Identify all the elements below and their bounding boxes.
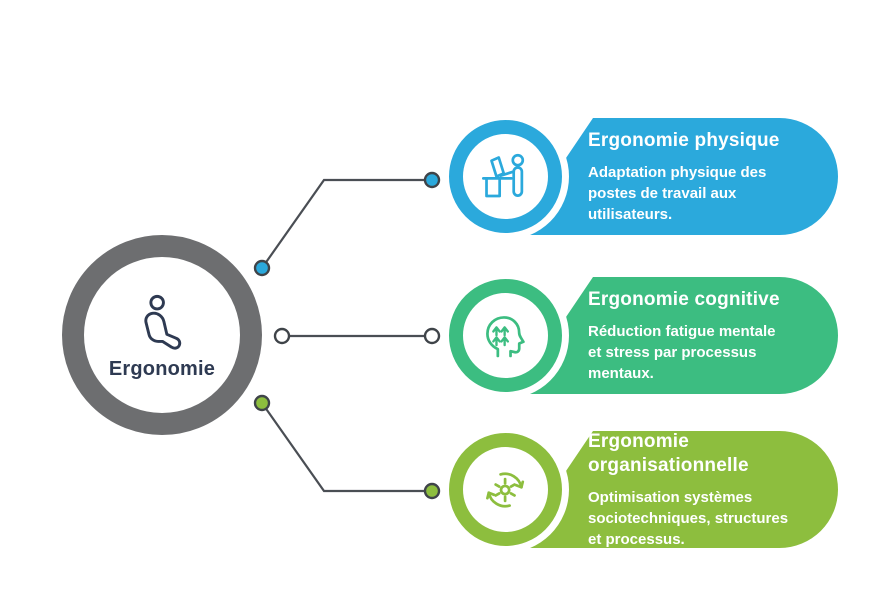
hub-label: Ergonomie — [108, 357, 216, 380]
card-text-physique: Ergonomie physique Adaptation physique d… — [588, 118, 808, 235]
card-text-organisationnelle: Ergonomie organisationnelle Optimisation… — [588, 431, 808, 548]
connector-dot-card-cognitive — [423, 327, 441, 345]
connector-dot-card-physique — [423, 171, 441, 189]
ergonomic-seat-icon — [144, 294, 182, 350]
hub-circle: Ergonomie — [62, 235, 262, 435]
card-title-organisationnelle: Ergonomie organisationnelle — [588, 430, 749, 476]
card-icon-circle-organisationnelle — [449, 433, 562, 546]
card-description-cognitive: Réduction fatigue mentale et stress par … — [588, 322, 776, 382]
card-description-organisationnelle: Optimisation systèmes sociotechniques, s… — [588, 488, 789, 548]
connector-dot-card-organisationnelle — [423, 482, 441, 500]
card-text-cognitive: Ergonomie cognitive Réduction fatigue me… — [588, 277, 808, 394]
desk-workstation-icon — [481, 153, 524, 197]
head-up-arrows-icon — [485, 315, 525, 357]
card-icon-circle-cognitive — [449, 279, 562, 392]
connector-dot-hub-organisationnelle — [253, 394, 271, 412]
card-title-physique: Ergonomie physique — [588, 129, 780, 151]
connector-line-physique — [261, 178, 432, 269]
card-ergonomie-cognitive: Ergonomie cognitive Réduction fatigue me… — [448, 277, 838, 394]
gear-cycle-icon — [485, 472, 524, 507]
connector-dot-hub-physique — [253, 259, 271, 277]
card-icon-circle-physique — [449, 120, 562, 233]
card-description-physique: Adaptation physique des postes de travai… — [588, 163, 767, 223]
connector-dot-hub-cognitive — [273, 327, 291, 345]
card-title-cognitive: Ergonomie cognitive — [588, 288, 780, 310]
card-ergonomie-organisationnelle: Ergonomie organisationnelle Optimisation… — [448, 431, 838, 548]
card-ergonomie-physique: Ergonomie physique Adaptation physique d… — [448, 118, 838, 235]
connector-line-organisationnelle — [261, 402, 432, 493]
